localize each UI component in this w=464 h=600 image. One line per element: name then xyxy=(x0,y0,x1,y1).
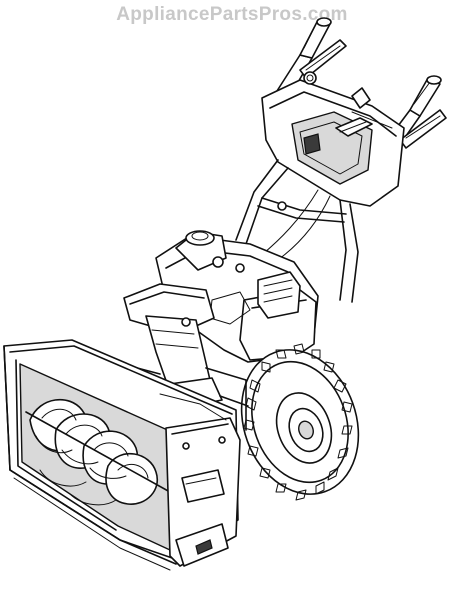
scraper-bar xyxy=(9,469,177,571)
side-skid-plate xyxy=(165,417,241,567)
drive-wheel xyxy=(240,343,360,501)
control-lever-right xyxy=(399,109,447,149)
watermark-text: AppliancePartsPros.com xyxy=(116,4,348,25)
control-panel xyxy=(261,71,405,207)
augers xyxy=(25,398,171,506)
dash-handle xyxy=(235,159,359,303)
frame xyxy=(159,367,249,431)
fuel-cap xyxy=(185,230,215,246)
engine xyxy=(155,230,319,363)
